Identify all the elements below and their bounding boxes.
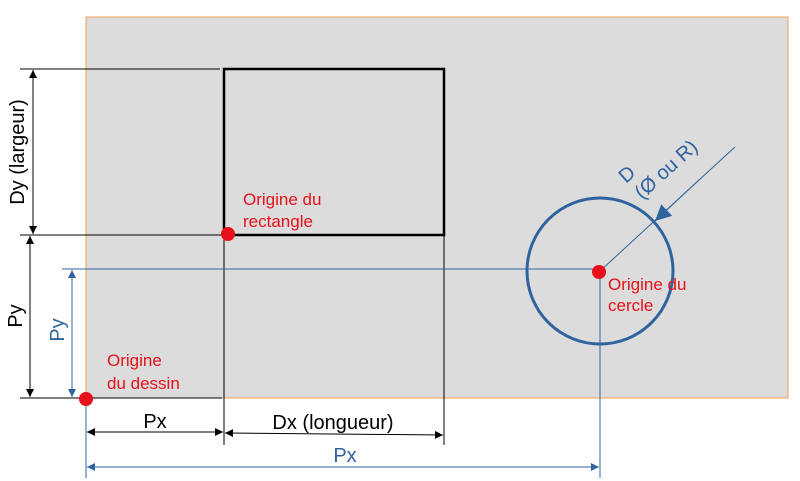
circle-shape [525, 196, 675, 346]
drawing-canvas [85, 16, 789, 399]
rectangle-origin-label: Origine du rectangle [243, 190, 326, 231]
rectangle-origin-point [221, 227, 235, 241]
rectangle-shape [222, 67, 446, 237]
circle-origin-label: Origine du cercle [608, 275, 691, 315]
dx-dimension [224, 429, 444, 439]
py-label-blue: Py [47, 318, 69, 341]
px-label-black: Px [143, 411, 166, 433]
diameter-arrow [654, 178, 701, 222]
circle-origin-point [592, 265, 606, 279]
px-label-blue: Px [333, 445, 356, 467]
drawing-origin-point [79, 392, 93, 406]
drawing-origin-label: Origine du dessin [107, 351, 180, 393]
dx-label: Dx (longueur) [272, 412, 393, 434]
py-label-black: Py [5, 304, 27, 327]
dy-label: Dy (largeur) [7, 99, 29, 205]
